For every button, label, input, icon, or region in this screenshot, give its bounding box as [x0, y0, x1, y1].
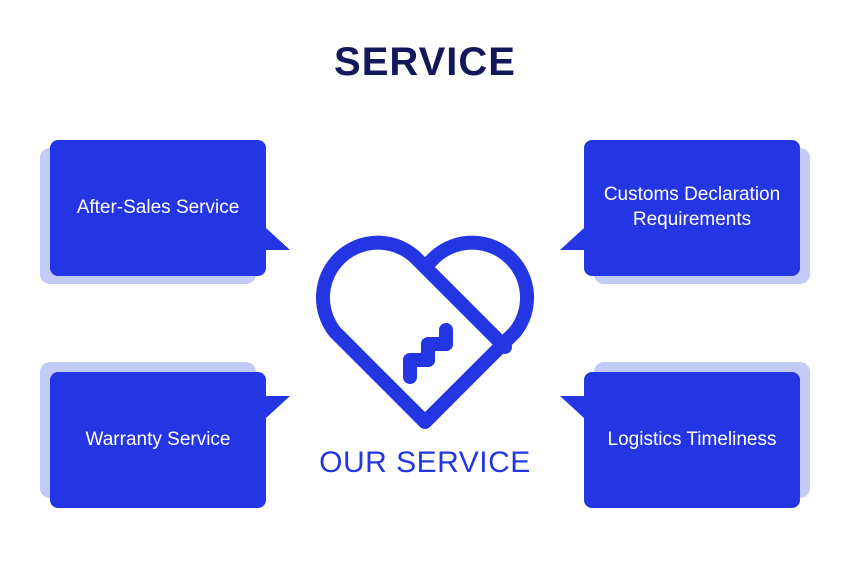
card-pointer — [266, 396, 290, 418]
heart-handshake-icon — [315, 235, 535, 429]
card-customs-label: Customs Declaration Requirements — [584, 140, 800, 276]
center-label: OUR SERVICE — [319, 446, 531, 479]
card-after-sales-label: After-Sales Service — [50, 140, 266, 276]
card-logistics-label: Logistics Timeliness — [584, 372, 800, 508]
page-title: SERVICE — [334, 40, 516, 84]
card-logistics: Logistics Timeliness — [560, 360, 820, 510]
card-pointer — [560, 396, 584, 418]
card-warranty: Warranty Service — [40, 360, 300, 510]
card-warranty-label: Warranty Service — [50, 372, 266, 508]
card-pointer — [560, 228, 584, 250]
card-after-sales: After-Sales Service — [40, 140, 300, 290]
card-pointer — [266, 228, 290, 250]
card-customs: Customs Declaration Requirements — [560, 140, 820, 290]
